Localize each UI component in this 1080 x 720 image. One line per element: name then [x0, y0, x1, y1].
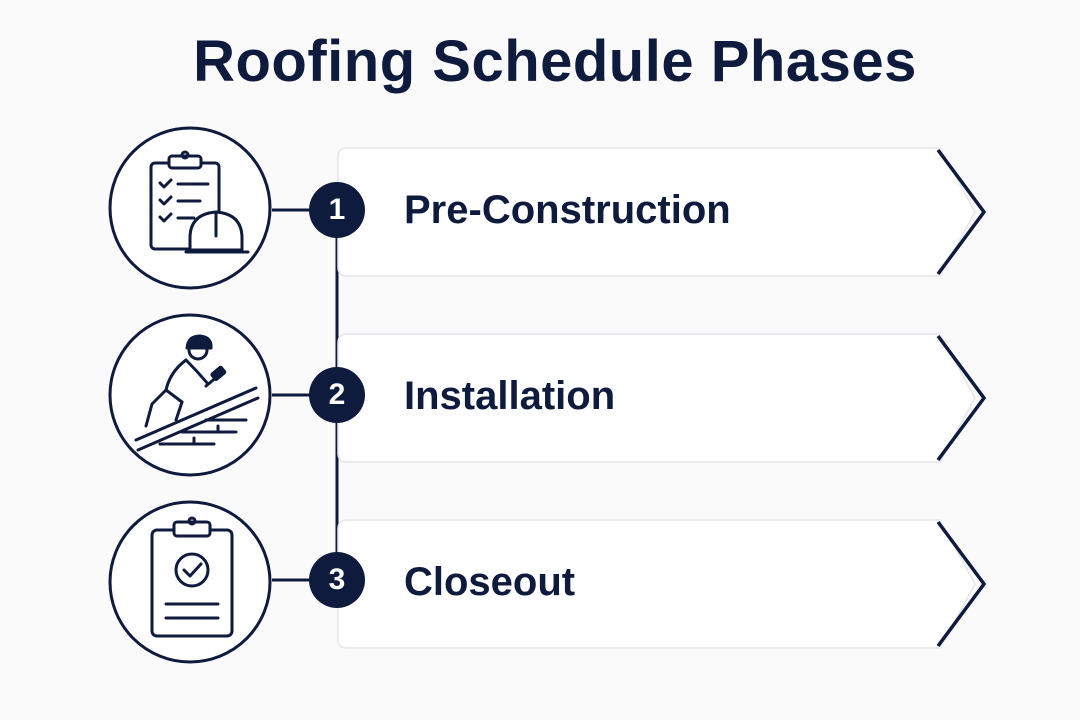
chevron-right-icon — [936, 148, 987, 276]
icon-circle-3 — [108, 500, 272, 664]
page-title: Roofing Schedule Phases — [193, 29, 917, 94]
chevron-right-icon — [936, 334, 987, 462]
phase-number-3: 3 — [328, 563, 346, 596]
icon-circle-1 — [108, 126, 272, 290]
phase-number-1: 1 — [328, 193, 346, 226]
clipboard-approved-icon — [150, 516, 234, 638]
clipboard-checklist-hardhat-icon — [149, 150, 250, 254]
phase-card-1 — [337, 147, 987, 277]
phase-card-3 — [337, 519, 987, 649]
phase-label-3: Closeout — [404, 560, 576, 604]
phase-label-2: Installation — [404, 374, 616, 418]
badge-circle-3 — [309, 552, 365, 608]
badge-circle-1 — [309, 182, 365, 238]
phase-card-2 — [337, 333, 987, 463]
badge-circle-2 — [309, 367, 365, 423]
phase-number-2: 2 — [328, 378, 346, 411]
chevron-right-icon — [936, 520, 987, 648]
phase-label-1: Pre-Construction — [404, 188, 731, 232]
roofer-hammering-icon — [134, 334, 260, 452]
icon-circle-2 — [108, 313, 272, 477]
